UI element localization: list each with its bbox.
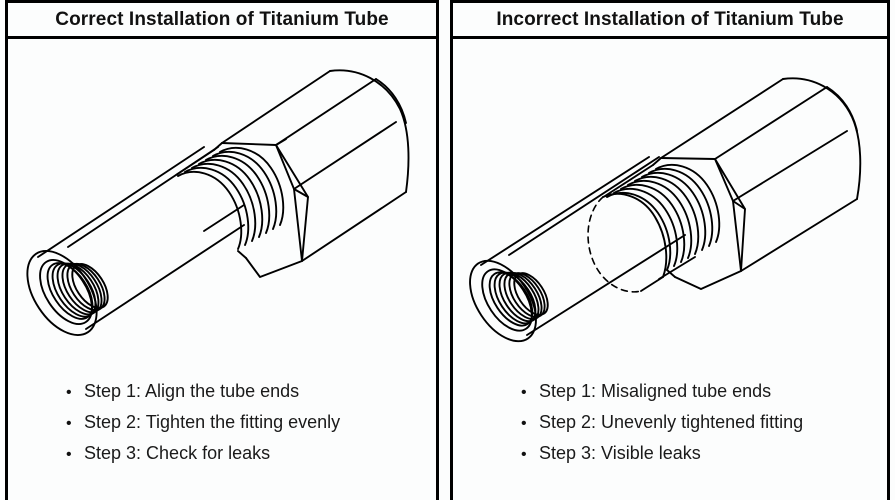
list-item: • Step 1: Align the tube ends	[66, 381, 436, 412]
step-text: Step 2: Unevenly tightened fitting	[539, 412, 804, 432]
figure-incorrect-installation	[453, 39, 887, 381]
bullet-icon: •	[521, 446, 527, 463]
isometric-tube-fitting-correct-drawing	[26, 69, 410, 336]
step-text: Step 3: Check for leaks	[84, 443, 271, 463]
step-text: Step 1: Misaligned tube ends	[539, 381, 772, 401]
steps-list-correct: • Step 1: Align the tube ends • Step 2: …	[8, 381, 436, 474]
list-item: • Step 1: Misaligned tube ends	[521, 381, 887, 412]
bullet-icon: •	[521, 384, 527, 401]
bullet-icon: •	[521, 415, 527, 432]
bullet-icon: •	[66, 384, 72, 401]
panel-title-correct: Correct Installation of Titanium Tube	[8, 3, 436, 39]
panel-title-incorrect: Incorrect Installation of Titanium Tube	[453, 3, 887, 39]
bullet-icon: •	[66, 446, 72, 463]
list-item: • Step 3: Visible leaks	[521, 443, 887, 474]
step-text: Step 2: Tighten the fitting evenly	[84, 412, 341, 432]
list-item: • Step 3: Check for leaks	[66, 443, 436, 474]
isometric-tube-fitting-incorrect-drawing	[469, 77, 862, 343]
figure-correct-installation	[8, 39, 436, 381]
list-item: • Step 2: Tighten the fitting evenly	[66, 412, 436, 443]
panel-correct-installation: Correct Installation of Titanium Tube	[5, 0, 439, 500]
panel-incorrect-installation: Incorrect Installation of Titanium Tube	[450, 0, 890, 500]
bullet-icon: •	[66, 415, 72, 432]
steps-list-incorrect: • Step 1: Misaligned tube ends • Step 2:…	[453, 381, 887, 474]
step-text: Step 1: Align the tube ends	[84, 381, 300, 401]
step-text: Step 3: Visible leaks	[539, 443, 701, 463]
list-item: • Step 2: Unevenly tightened fitting	[521, 412, 887, 443]
